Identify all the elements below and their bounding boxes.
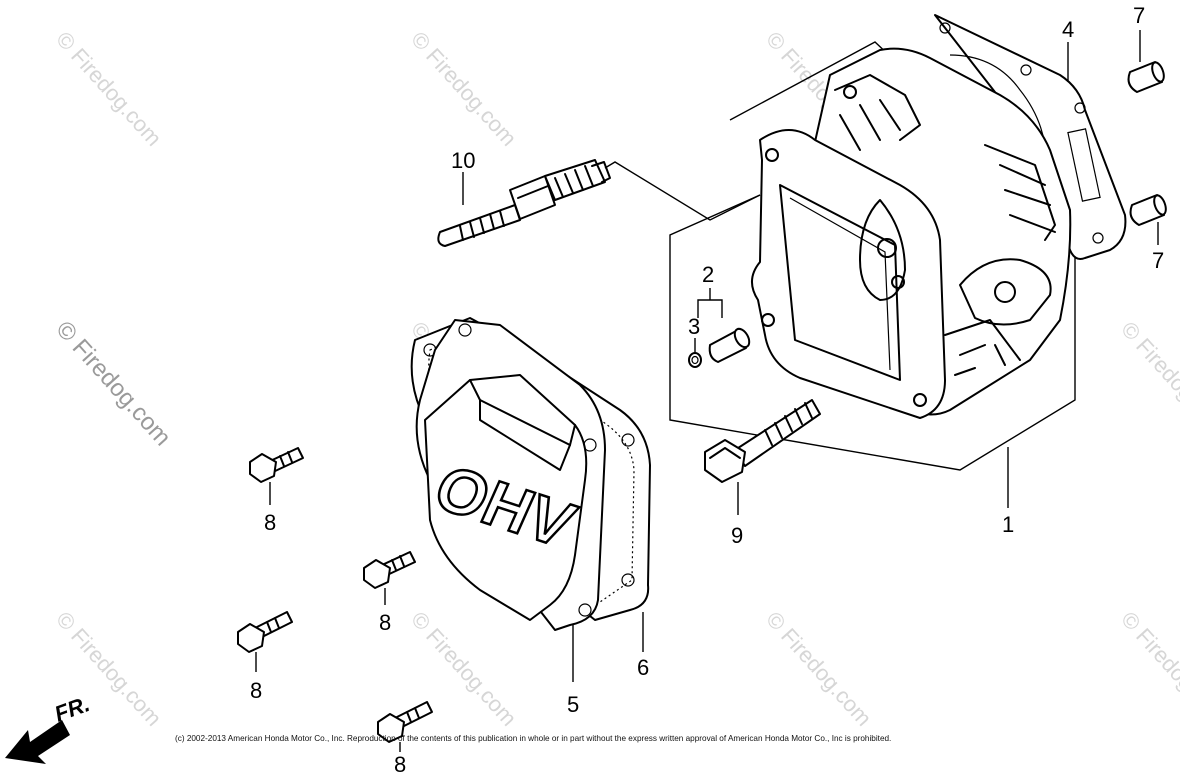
watermark: © Firedog.com: [1116, 317, 1180, 441]
dowel-and-oring: [688, 288, 751, 368]
watermark: © Firedog.com: [761, 607, 876, 731]
callout-6: 6: [637, 655, 649, 680]
flange-bolt: [237, 611, 293, 672]
callout-8: 8: [250, 678, 262, 703]
watermark: © Firedog.com: [51, 316, 177, 451]
callout-2: 2: [702, 262, 714, 287]
head-bolt: [704, 399, 821, 515]
flange-bolt: [249, 447, 304, 505]
flange-bolts: [237, 447, 433, 752]
cylinder-head: [751, 47, 1072, 419]
callout-8: 8: [379, 610, 391, 635]
callouts: 1 2 3 4 5 6 7 7 8 8 8 8 9 10: [250, 3, 1164, 777]
watermark: © Firedog.com: [406, 27, 521, 151]
callout-9: 9: [731, 523, 743, 548]
callout-3: 3: [688, 314, 700, 339]
front-direction-arrow: FR.: [5, 691, 93, 764]
callout-4: 4: [1062, 17, 1074, 42]
head-cover: OHV: [415, 319, 606, 682]
callout-10: 10: [451, 148, 475, 173]
callout-5: 5: [567, 692, 579, 717]
flange-bolt: [363, 551, 416, 605]
callout-7-top: 7: [1133, 3, 1145, 28]
arrow-icon: [5, 720, 70, 764]
direction-label: FR.: [51, 691, 93, 727]
dowel-pins: [1127, 30, 1167, 245]
watermark: © Firedog.com: [51, 27, 166, 151]
spark-plug: [437, 159, 761, 247]
flange-bolt: [377, 701, 433, 752]
watermark: © Firedog.com: [1116, 607, 1180, 731]
copyright-notice: (c) 2002-2013 American Honda Motor Co., …: [175, 734, 891, 743]
callout-7-bottom: 7: [1152, 248, 1164, 273]
callout-8: 8: [264, 510, 276, 535]
callout-1: 1: [1002, 512, 1014, 537]
callout-8: 8: [394, 752, 406, 777]
